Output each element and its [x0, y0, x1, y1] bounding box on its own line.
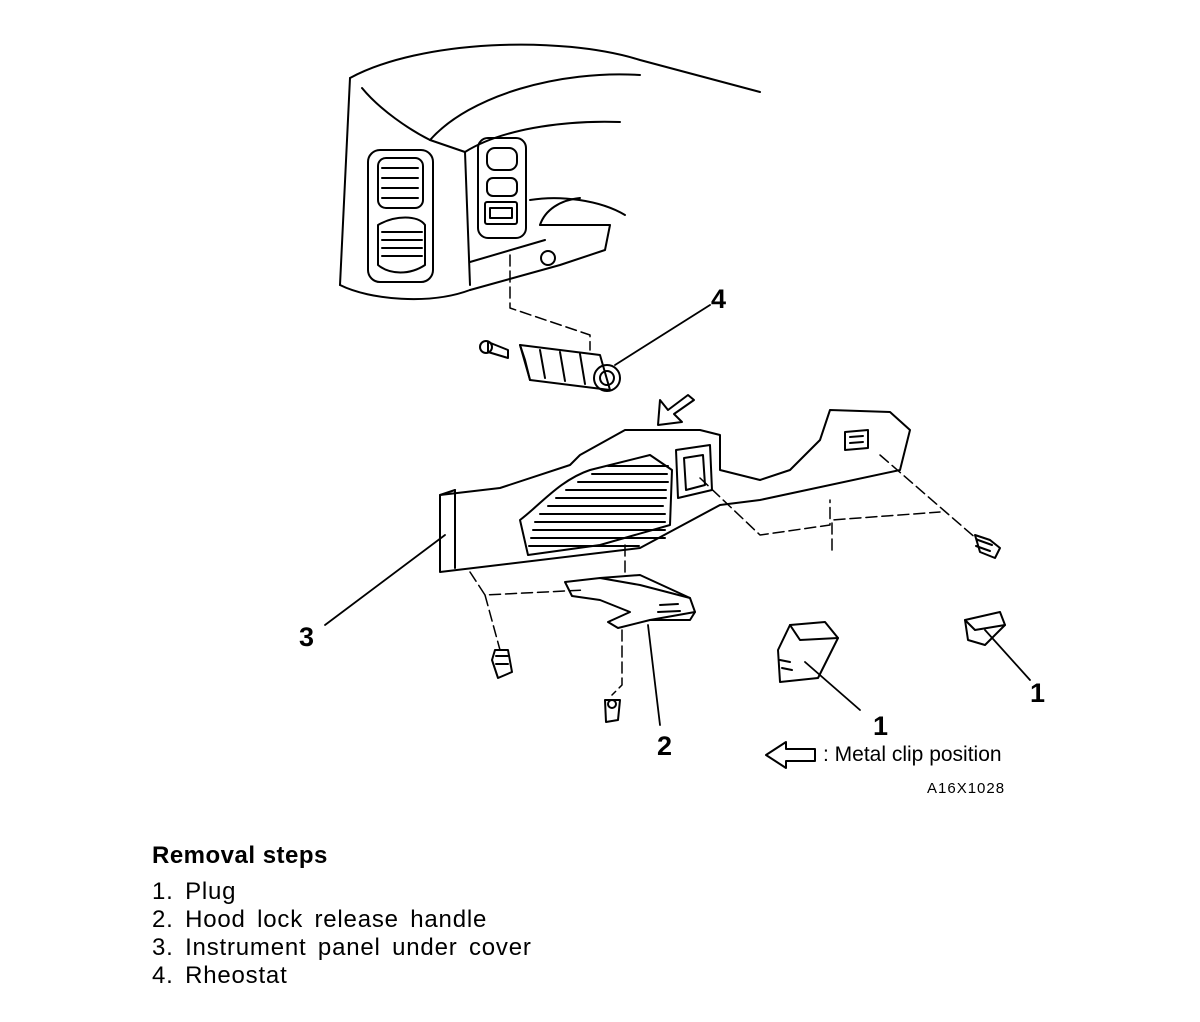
removal-step: 3. Instrument panel under cover [152, 934, 532, 961]
fasteners-drawing [491, 534, 1001, 723]
plug-drawings [777, 611, 1006, 683]
removal-steps-list: 1. Plug 2. Hood lock release handle 3. I… [152, 878, 532, 990]
removal-step: 2. Hood lock release handle [152, 906, 488, 933]
removal-step: 4. Rheostat [152, 962, 288, 989]
exploded-parts-diagram [324, 43, 1031, 769]
callout-plug-center: 1 [873, 711, 889, 741]
callout-hood-handle: 2 [657, 731, 673, 761]
guide-lines [469, 254, 979, 696]
hood-handle-drawing [564, 574, 696, 629]
metal-clip-arrow-icon [765, 741, 816, 769]
removal-steps: Removal steps 1. Plug 2. Hood lock relea… [152, 844, 532, 990]
instrument-panel-drawing [339, 43, 761, 301]
callout-plug-right: 1 [1030, 678, 1046, 708]
figure-code: A16X1028 [927, 780, 1006, 797]
callout-under-cover: 3 [299, 622, 315, 652]
under-cover-drawing [439, 394, 911, 573]
leader-lines [324, 304, 1031, 726]
metal-clip-legend: : Metal clip position [823, 743, 1002, 766]
callout-rheostat: 4 [711, 284, 727, 314]
removal-step: 1. Plug [152, 878, 237, 905]
removal-steps-title: Removal steps [152, 842, 328, 869]
rheostat-drawing [479, 340, 621, 392]
